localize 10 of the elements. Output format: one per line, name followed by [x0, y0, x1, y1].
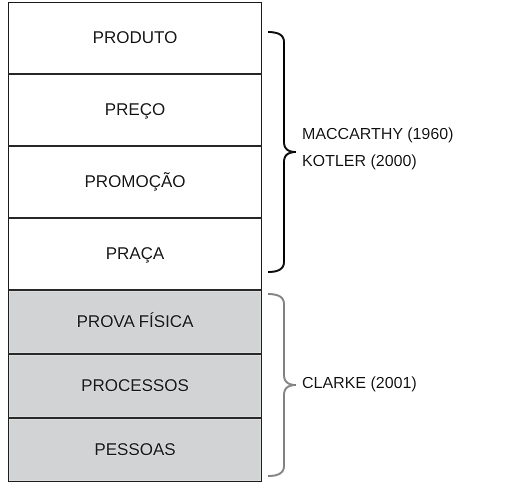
category-box: PRODUTO [8, 2, 262, 74]
category-box: PROVA FÍSICA [8, 290, 262, 354]
category-box: PROCESSOS [8, 354, 262, 418]
citation-label: KOTLER (2000) [302, 153, 417, 171]
category-box: PESSOAS [8, 418, 262, 482]
category-box: PREÇO [8, 74, 262, 146]
category-box: PRAÇA [8, 218, 262, 290]
citation-label: CLARKE (2001) [302, 375, 417, 393]
category-box: PROMOÇÃO [8, 146, 262, 218]
citation-label: MACCARTHY (1960) [302, 126, 454, 144]
